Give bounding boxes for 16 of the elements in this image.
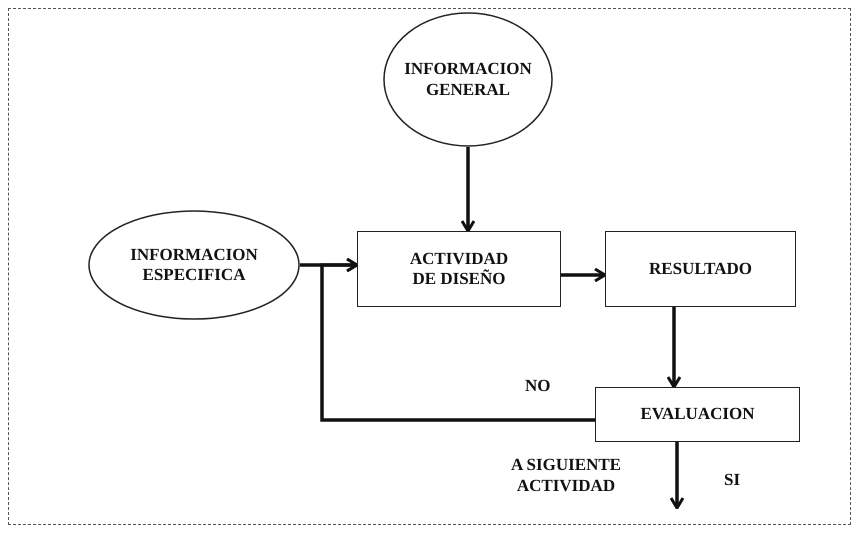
node-label: INFORMACION GENERAL [403,59,533,100]
arrow [670,442,684,510]
process-box [595,387,800,442]
node-label: RESULTADO [649,258,752,280]
ellipse-node [383,12,553,147]
arrow [320,258,595,422]
node-label: ACTIVIDAD DE DISEÑO [408,248,510,290]
arrow [460,147,476,232]
process-box [357,231,561,307]
arrow [666,307,682,388]
arrow [561,268,606,282]
node-label: EVALUACION [640,404,754,425]
process-box [605,231,796,307]
note-text: A SIGUIENTE ACTIVIDAD [510,454,622,496]
node-label: INFORMACION ESPECIFICA [129,244,259,286]
ellipse-node [88,210,300,320]
